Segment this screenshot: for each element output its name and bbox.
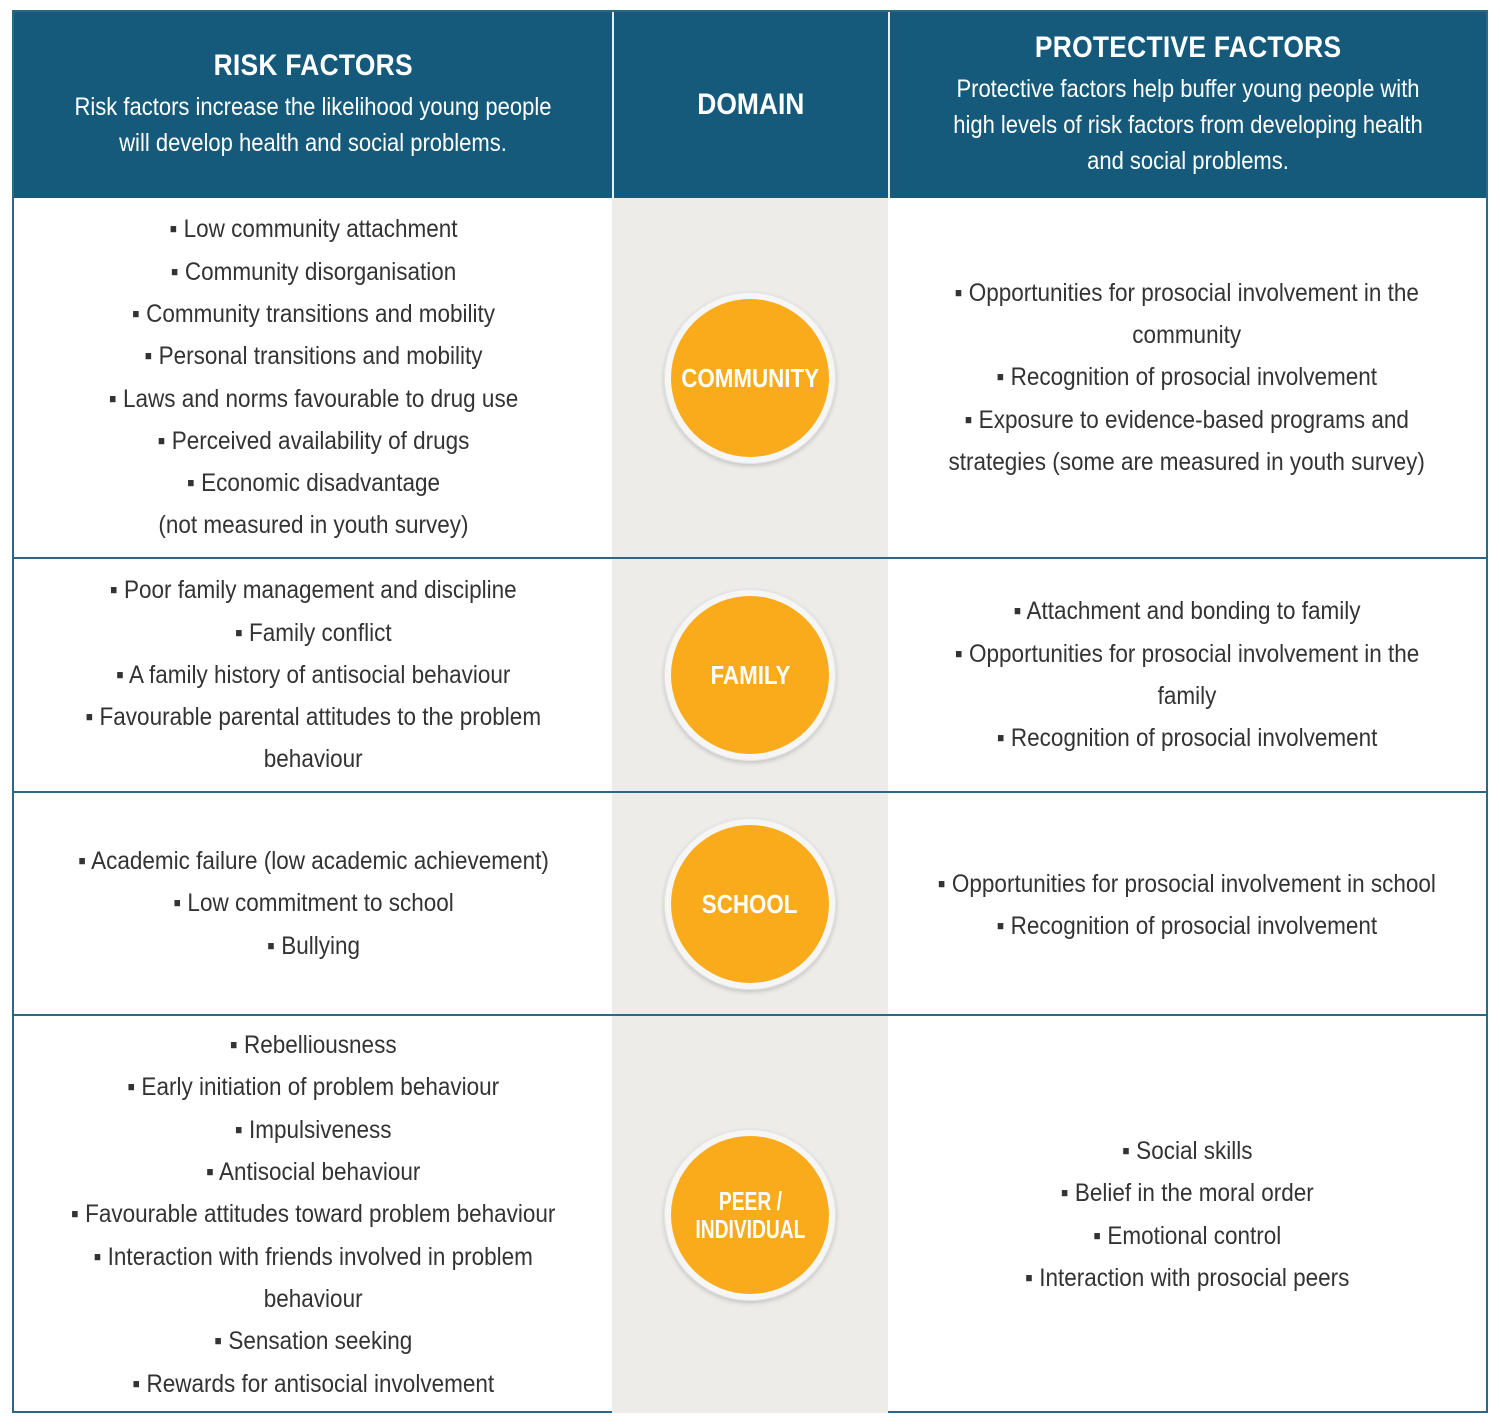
domain-label-line2: INDIVIDUAL (694, 1213, 806, 1244)
risk-factors-header: RISK FACTORS Risk factors increase the l… (14, 12, 612, 198)
protective-item: ▪ Recognition of prosocial involvement (996, 724, 1378, 753)
protective-item: ▪ Social skills (1121, 1136, 1253, 1165)
table-row-family: ▪ Poor family management and discipline … (14, 557, 1486, 791)
risk-item: ▪ Early initiation of problem behaviour (127, 1073, 499, 1102)
risk-item: ▪ Low commitment to school (172, 889, 454, 918)
domain-cell: FAMILY (612, 559, 888, 791)
table-row-school: ▪ Academic failure (low academic achieve… (14, 791, 1486, 1014)
domain-badge-peer-individual: PEER / INDIVIDUAL (664, 1128, 836, 1301)
risk-item: ▪ Rewards for antisocial involvement (132, 1369, 494, 1398)
risk-item: ▪ Rebelliousness (229, 1031, 397, 1060)
protective-item: ▪ Emotional control (1092, 1221, 1282, 1250)
domain-title: DOMAIN (697, 88, 805, 121)
risk-item: ▪ Sensation seeking (213, 1327, 413, 1356)
domain-badge-community: COMMUNITY (664, 291, 836, 464)
domain-cell: PEER / INDIVIDUAL (612, 1016, 888, 1413)
protective-factors-cell: ▪ Attachment and bonding to family ▪ Opp… (888, 559, 1486, 791)
table-header: RISK FACTORS Risk factors increase the l… (14, 12, 1486, 198)
domain-cell: SCHOOL (612, 793, 888, 1014)
protective-item: ▪ Recognition of prosocial involvement (996, 912, 1378, 941)
domain-header: DOMAIN (612, 12, 888, 198)
risk-item: ▪ A family history of antisocial behavio… (115, 660, 511, 689)
domain-label: FAMILY (710, 660, 790, 690)
risk-item: ▪ Low community attachment (168, 215, 458, 244)
risk-item: ▪ Laws and norms favourable to drug use (108, 384, 518, 413)
risk-factors-cell: ▪ Rebelliousness ▪ Early initiation of p… (14, 1016, 612, 1413)
risk-item: ▪ Economic disadvantage (186, 469, 440, 498)
protective-item: community (1132, 321, 1242, 350)
protective-item: ▪ Interaction with prosocial peers (1024, 1263, 1350, 1292)
risk-factors-cell: ▪ Low community attachment ▪ Community d… (14, 198, 612, 557)
risk-factors-description: Risk factors increase the likelihood you… (74, 93, 552, 157)
risk-item: ▪ Family conflict (234, 618, 392, 647)
protective-item: ▪ Opportunities for prosocial involvemen… (954, 278, 1420, 307)
risk-item: ▪ Interaction with friends involved in p… (93, 1242, 533, 1271)
domain-label-line1: PEER / (718, 1185, 782, 1216)
protective-item: ▪ Exposure to evidence-based programs an… (964, 405, 1410, 434)
protective-item: strategies (some are measured in youth s… (948, 447, 1426, 476)
risk-factors-title: RISK FACTORS (213, 49, 413, 82)
risk-item: ▪ Impulsiveness (234, 1115, 392, 1144)
risk-factors-cell: ▪ Poor family management and discipline … (14, 559, 612, 791)
risk-item: ▪ Perceived availability of drugs (157, 426, 469, 455)
risk-item: ▪ Personal transitions and mobility (143, 342, 483, 371)
risk-item: behaviour (263, 745, 363, 774)
risk-protective-factors-table: RISK FACTORS Risk factors increase the l… (12, 10, 1488, 1413)
protective-item: ▪ Opportunities for prosocial involvemen… (954, 639, 1420, 668)
domain-badge-family: FAMILY (664, 589, 836, 761)
risk-item: ▪ Community disorganisation (170, 257, 456, 286)
risk-item: ▪ Community transitions and mobility (131, 299, 495, 328)
risk-item: ▪ Antisocial behaviour (205, 1158, 421, 1187)
domain-label: SCHOOL (702, 888, 798, 919)
protective-item: ▪ Opportunities for prosocial involvemen… (937, 870, 1437, 898)
domain-label: COMMUNITY (681, 362, 819, 393)
risk-item: ▪ Favourable parental attitudes to the p… (85, 703, 541, 732)
risk-item: ▪ Favourable attitudes toward problem be… (70, 1200, 556, 1229)
protective-item: ▪ Attachment and bonding to family (1013, 597, 1361, 626)
domain-badge-school: SCHOOL (664, 817, 836, 990)
risk-item: ▪ Poor family management and discipline (109, 576, 517, 605)
protective-factors-description: Protective factors help buffer young peo… (953, 75, 1423, 175)
domain-cell: COMMUNITY (612, 198, 888, 557)
protective-item: ▪ Belief in the moral order (1060, 1179, 1314, 1208)
risk-item: ▪ Bullying (266, 931, 360, 960)
table-row-community: ▪ Low community attachment ▪ Community d… (14, 198, 1486, 557)
risk-item: ▪ Academic failure (low academic achieve… (77, 847, 549, 876)
risk-factors-cell: ▪ Academic failure (low academic achieve… (14, 793, 612, 1014)
protective-factors-cell: ▪ Opportunities for prosocial involvemen… (888, 793, 1486, 1014)
protective-factors-header: PROTECTIVE FACTORS Protective factors he… (888, 12, 1486, 198)
risk-item: behaviour (263, 1284, 363, 1313)
table-row-peer-individual: ▪ Rebelliousness ▪ Early initiation of p… (14, 1014, 1486, 1413)
risk-item-note: (not measured in youth survey) (157, 511, 469, 540)
protective-item: ▪ Recognition of prosocial involvement (996, 363, 1378, 392)
protective-factors-cell: ▪ Social skills ▪ Belief in the moral or… (888, 1016, 1486, 1413)
protective-factors-cell: ▪ Opportunities for prosocial involvemen… (888, 198, 1486, 557)
protective-factors-title: PROTECTIVE FACTORS (1034, 31, 1342, 64)
protective-item: family (1157, 682, 1217, 710)
